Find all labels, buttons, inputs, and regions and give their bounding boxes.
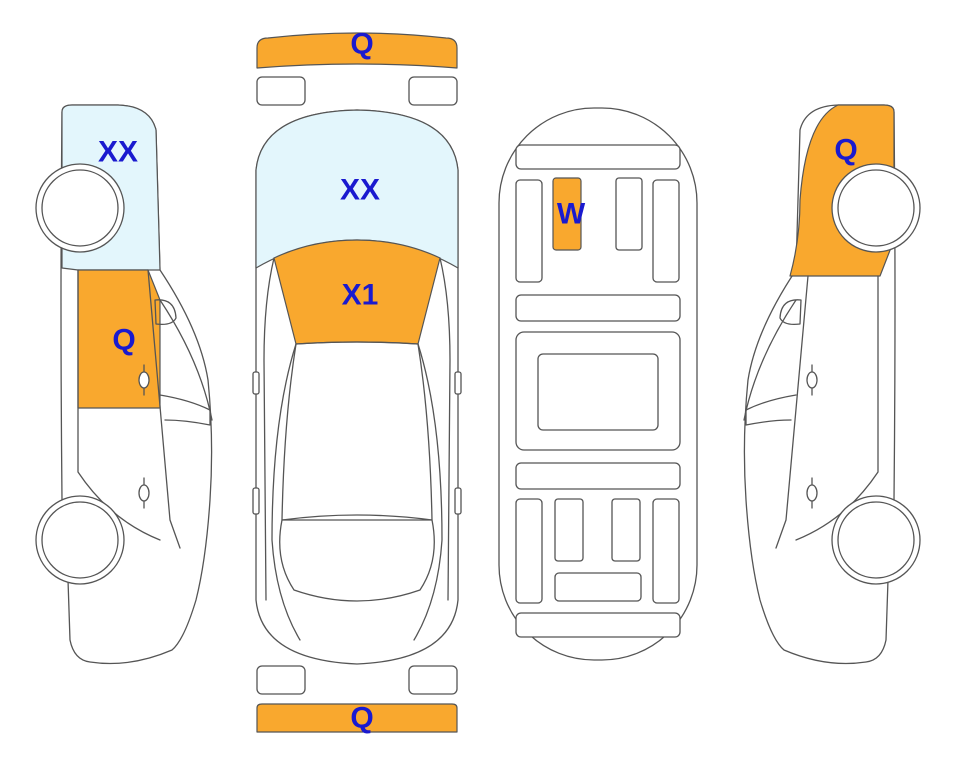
under-mid-crossmember bbox=[515, 294, 681, 322]
under-right-rear-panel bbox=[611, 498, 641, 562]
front-bumper-zone[interactable] bbox=[256, 32, 458, 69]
under-right-front-panel bbox=[615, 177, 643, 251]
under-right-rear-rail bbox=[652, 498, 680, 604]
top-left-handle bbox=[252, 487, 260, 515]
rear-bumper-label: Q bbox=[350, 702, 373, 735]
under-left-front-rail bbox=[515, 179, 543, 283]
left-door-seam bbox=[147, 269, 181, 549]
underbody-panel-label: W bbox=[557, 198, 586, 231]
under-right-front-rail bbox=[652, 179, 680, 283]
right-door-handle-rear bbox=[806, 477, 818, 509]
right-side-view: Q bbox=[743, 104, 921, 665]
left-side-view: XX Q bbox=[35, 104, 213, 665]
right-body-crease bbox=[743, 299, 797, 421]
under-front-crossmember bbox=[515, 144, 681, 170]
left-window-rear bbox=[159, 394, 211, 426]
right-door-seam bbox=[775, 275, 809, 549]
under-center-panel bbox=[537, 353, 659, 431]
under-rear-center-panel bbox=[554, 572, 642, 602]
top-right-mirror bbox=[454, 371, 462, 395]
right-a-pillar-line bbox=[439, 257, 451, 601]
under-left-rear-rail bbox=[515, 498, 543, 604]
front-bumper-label: Q bbox=[350, 28, 373, 61]
hood-label: X1 bbox=[342, 279, 379, 312]
left-body-crease bbox=[159, 299, 213, 421]
right-window-front bbox=[745, 394, 797, 426]
left-door-handle-rear bbox=[138, 477, 150, 509]
top-left-mirror bbox=[252, 371, 260, 395]
left-rear-wheel bbox=[35, 495, 125, 585]
right-inner-line bbox=[413, 343, 443, 641]
roof-outline bbox=[281, 341, 433, 521]
front-right-lamp bbox=[408, 76, 458, 106]
left-front-wheel bbox=[35, 163, 125, 253]
rear-right-lamp bbox=[408, 665, 458, 695]
underbody-panel-zone[interactable] bbox=[552, 177, 582, 251]
under-left-rear-panel bbox=[554, 498, 584, 562]
front-left-lamp bbox=[256, 76, 306, 106]
left-front-door-label: Q bbox=[112, 324, 135, 357]
left-a-pillar-line bbox=[263, 257, 275, 601]
under-rear-crossmember bbox=[515, 462, 681, 490]
windshield-label: XX bbox=[340, 174, 380, 207]
rear-window bbox=[279, 514, 435, 602]
left-door-handle-front bbox=[138, 364, 150, 396]
rear-left-lamp bbox=[256, 665, 306, 695]
left-inner-line bbox=[271, 343, 301, 641]
right-rear-wheel bbox=[831, 163, 921, 253]
left-glass-label: XX bbox=[98, 136, 138, 169]
top-right-handle bbox=[454, 487, 462, 515]
left-mirror bbox=[154, 299, 177, 326]
right-door-handle-front bbox=[806, 364, 818, 396]
underbody-view: W bbox=[498, 107, 698, 661]
right-front-wheel bbox=[831, 495, 921, 585]
right-quarter-label: Q bbox=[834, 134, 857, 167]
rear-bumper-zone[interactable] bbox=[256, 703, 458, 733]
right-mirror bbox=[779, 299, 802, 326]
top-view: Q Q XX X1 bbox=[252, 28, 462, 735]
under-rear-bumper-beam bbox=[515, 612, 681, 638]
